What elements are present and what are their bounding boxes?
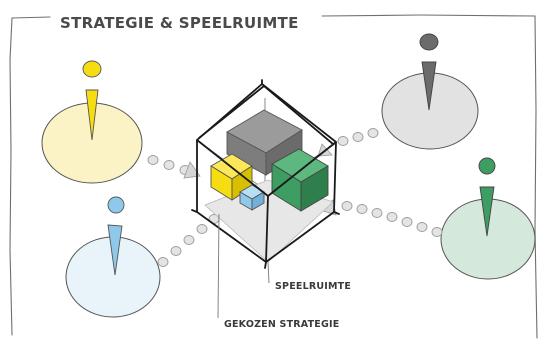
green-block bbox=[271, 148, 329, 212]
person-icon-green bbox=[478, 157, 496, 237]
person-icon-gray bbox=[419, 33, 439, 111]
speelruimte-label: SPEELRUIMTE bbox=[275, 281, 351, 292]
label-leader-lines bbox=[217, 213, 270, 319]
person-icon-blue bbox=[107, 196, 125, 276]
isometric-cube-icon bbox=[191, 79, 340, 269]
sketch-frame bbox=[9, 14, 538, 339]
diagram-title: STRATEGIE & SPEELRUIMTE bbox=[60, 14, 299, 32]
person-icon-yellow bbox=[82, 60, 102, 141]
chosen-strategy-label: GEKOZEN STRATEGIE bbox=[224, 319, 339, 330]
